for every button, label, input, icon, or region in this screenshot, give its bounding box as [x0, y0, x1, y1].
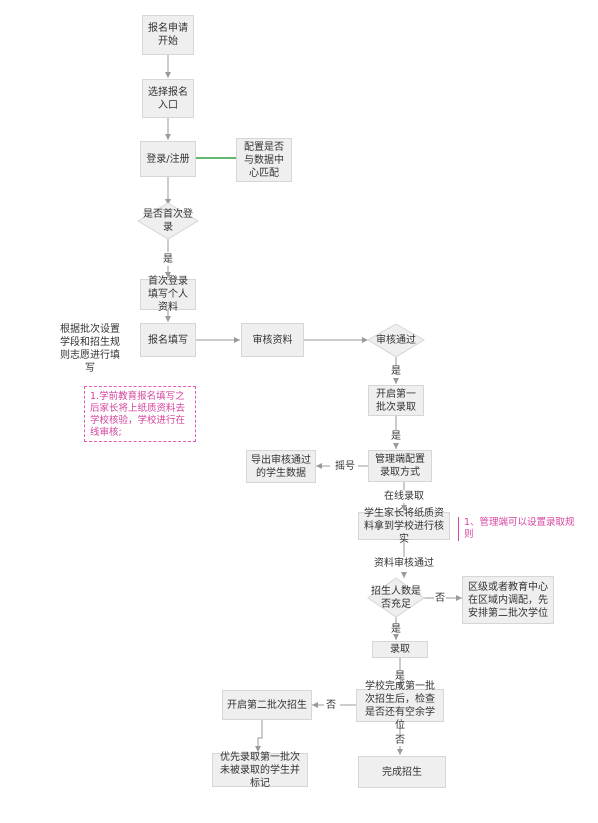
- diamond-review-pass-text: 审核通过: [376, 334, 416, 346]
- label-yes-2: 是: [391, 366, 401, 377]
- node-admin-config[interactable]: 管理端配置录取方式: [368, 450, 432, 482]
- note-admin: 1、管理端可以设置录取规则: [458, 517, 576, 541]
- edge-second-priority: [255, 720, 263, 752]
- node-match-check[interactable]: 配置是否与数据中心匹配: [236, 138, 292, 182]
- node-export-data[interactable]: 导出审核通过的学生数据: [246, 450, 316, 483]
- label-yes-5: 是: [395, 671, 405, 682]
- label-no-1: 否: [435, 593, 445, 604]
- diamond-first-login: [137, 202, 199, 240]
- note-preschool: 1.学前教育报名填写之后家长将上纸质资料去学校核验，学校进行在线审核;: [84, 386, 196, 442]
- note-rules: 根据批次设置学段和招生规则志愿进行填写: [60, 324, 120, 374]
- diamond-review-pass: [367, 323, 425, 358]
- label-lottery: 摇号: [335, 461, 355, 472]
- node-fill-profile[interactable]: 首次登录填写个人资料: [140, 276, 196, 313]
- diamond-count-full: [367, 577, 425, 618]
- label-no-2: 否: [326, 700, 336, 711]
- label-material-pass: 资料审核通过: [374, 558, 434, 569]
- label-no-3: 否: [395, 735, 405, 746]
- label-yes-1: 是: [163, 254, 173, 265]
- node-finish[interactable]: 完成招生: [358, 756, 446, 788]
- label-online-admit: 在线录取: [384, 491, 424, 502]
- connectors: [165, 55, 462, 755]
- label-yes-3: 是: [391, 431, 401, 442]
- node-review[interactable]: 审核资料: [241, 323, 304, 357]
- node-district-adjust[interactable]: 区级或者教育中心在区域内调配，先安排第二批次学位: [462, 576, 554, 624]
- diamond-first-login-text: 是否首次登录: [143, 209, 193, 233]
- node-school-check[interactable]: 学校完成第一批次招生后，检查是否还有空余学位: [356, 681, 444, 731]
- node-first-batch[interactable]: 开启第一批次录取: [368, 385, 424, 416]
- node-parent-submit[interactable]: 学生家长将纸质资料拿到学校进行核实: [358, 508, 450, 545]
- label-yes-4: 是: [391, 624, 401, 635]
- node-login[interactable]: 登录/注册: [140, 141, 196, 177]
- node-admit[interactable]: 录取: [372, 641, 428, 658]
- diamond-count-full-text: 招生人数是否充足: [371, 586, 421, 610]
- node-signup-fill[interactable]: 报名填写: [140, 323, 196, 357]
- node-priority-admit[interactable]: 优先录取第一批次未被录取的学生并标记: [212, 752, 308, 789]
- node-start[interactable]: 报名申请开始: [142, 15, 194, 55]
- node-select-entry[interactable]: 选择报名入口: [142, 79, 194, 118]
- node-second-batch[interactable]: 开启第二批次招生: [222, 690, 312, 720]
